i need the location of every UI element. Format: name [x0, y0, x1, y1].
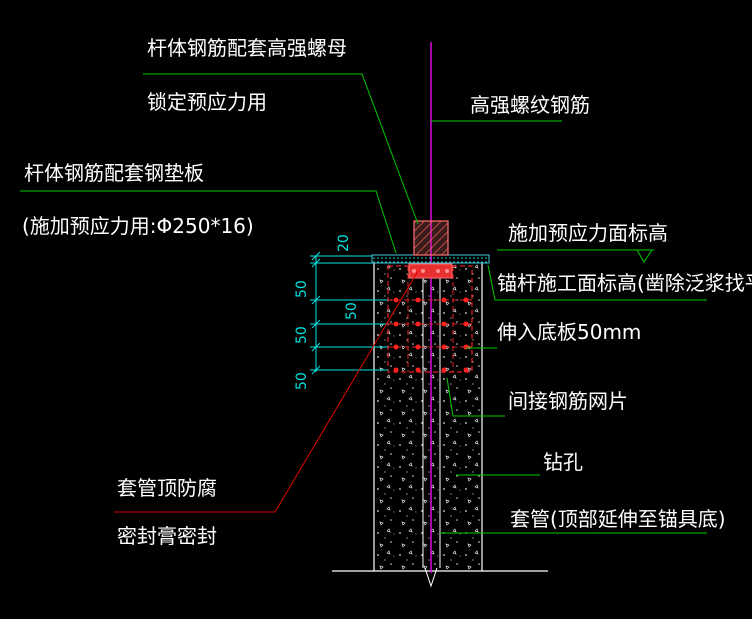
rebar-label: 高强螺纹钢筋	[470, 93, 590, 117]
prestress-elevation-label: 施加预应力面标高	[508, 221, 668, 245]
seal-label-1: 套管顶防腐	[117, 476, 217, 500]
elevation-marker	[636, 249, 653, 263]
nut	[413, 220, 449, 256]
casing-seal	[408, 263, 453, 279]
steel-plate	[371, 254, 490, 264]
borehole-label: 钻孔	[543, 450, 583, 474]
anchor-elevation-label: 锚杆施工面标高(凿除泛浆找平)	[497, 271, 752, 295]
casing-label: 套管(顶部延伸至锚具底)	[510, 507, 726, 531]
seal-dots	[412, 269, 449, 273]
dim-1: 50	[294, 280, 310, 298]
seal-label-2: 密封膏密封	[117, 524, 217, 548]
nut-label-1: 杆体钢筋配套高强螺母	[147, 36, 347, 60]
mesh-bar-dots	[393, 297, 469, 373]
rebar-tip	[424, 567, 438, 588]
embed-label: 伸入底板50mm	[497, 320, 641, 344]
dimension-lines	[310, 251, 388, 375]
dim-top: 20	[336, 234, 352, 252]
plate-label-2: (施加预应力用:Φ250*16)	[22, 214, 254, 238]
dim-2: 50	[344, 302, 360, 320]
seal-leader	[114, 270, 419, 513]
rebar-mesh	[387, 265, 473, 373]
mesh-label: 间接钢筋网片	[508, 389, 628, 413]
borehole-column	[373, 263, 483, 571]
dim-3: 50	[294, 326, 310, 344]
plate-label-1: 杆体钢筋配套钢垫板	[24, 161, 204, 185]
dim-4: 50	[294, 372, 310, 390]
leader-lines	[20, 73, 707, 534]
nut-label-2: 锁定预应力用	[147, 90, 267, 114]
